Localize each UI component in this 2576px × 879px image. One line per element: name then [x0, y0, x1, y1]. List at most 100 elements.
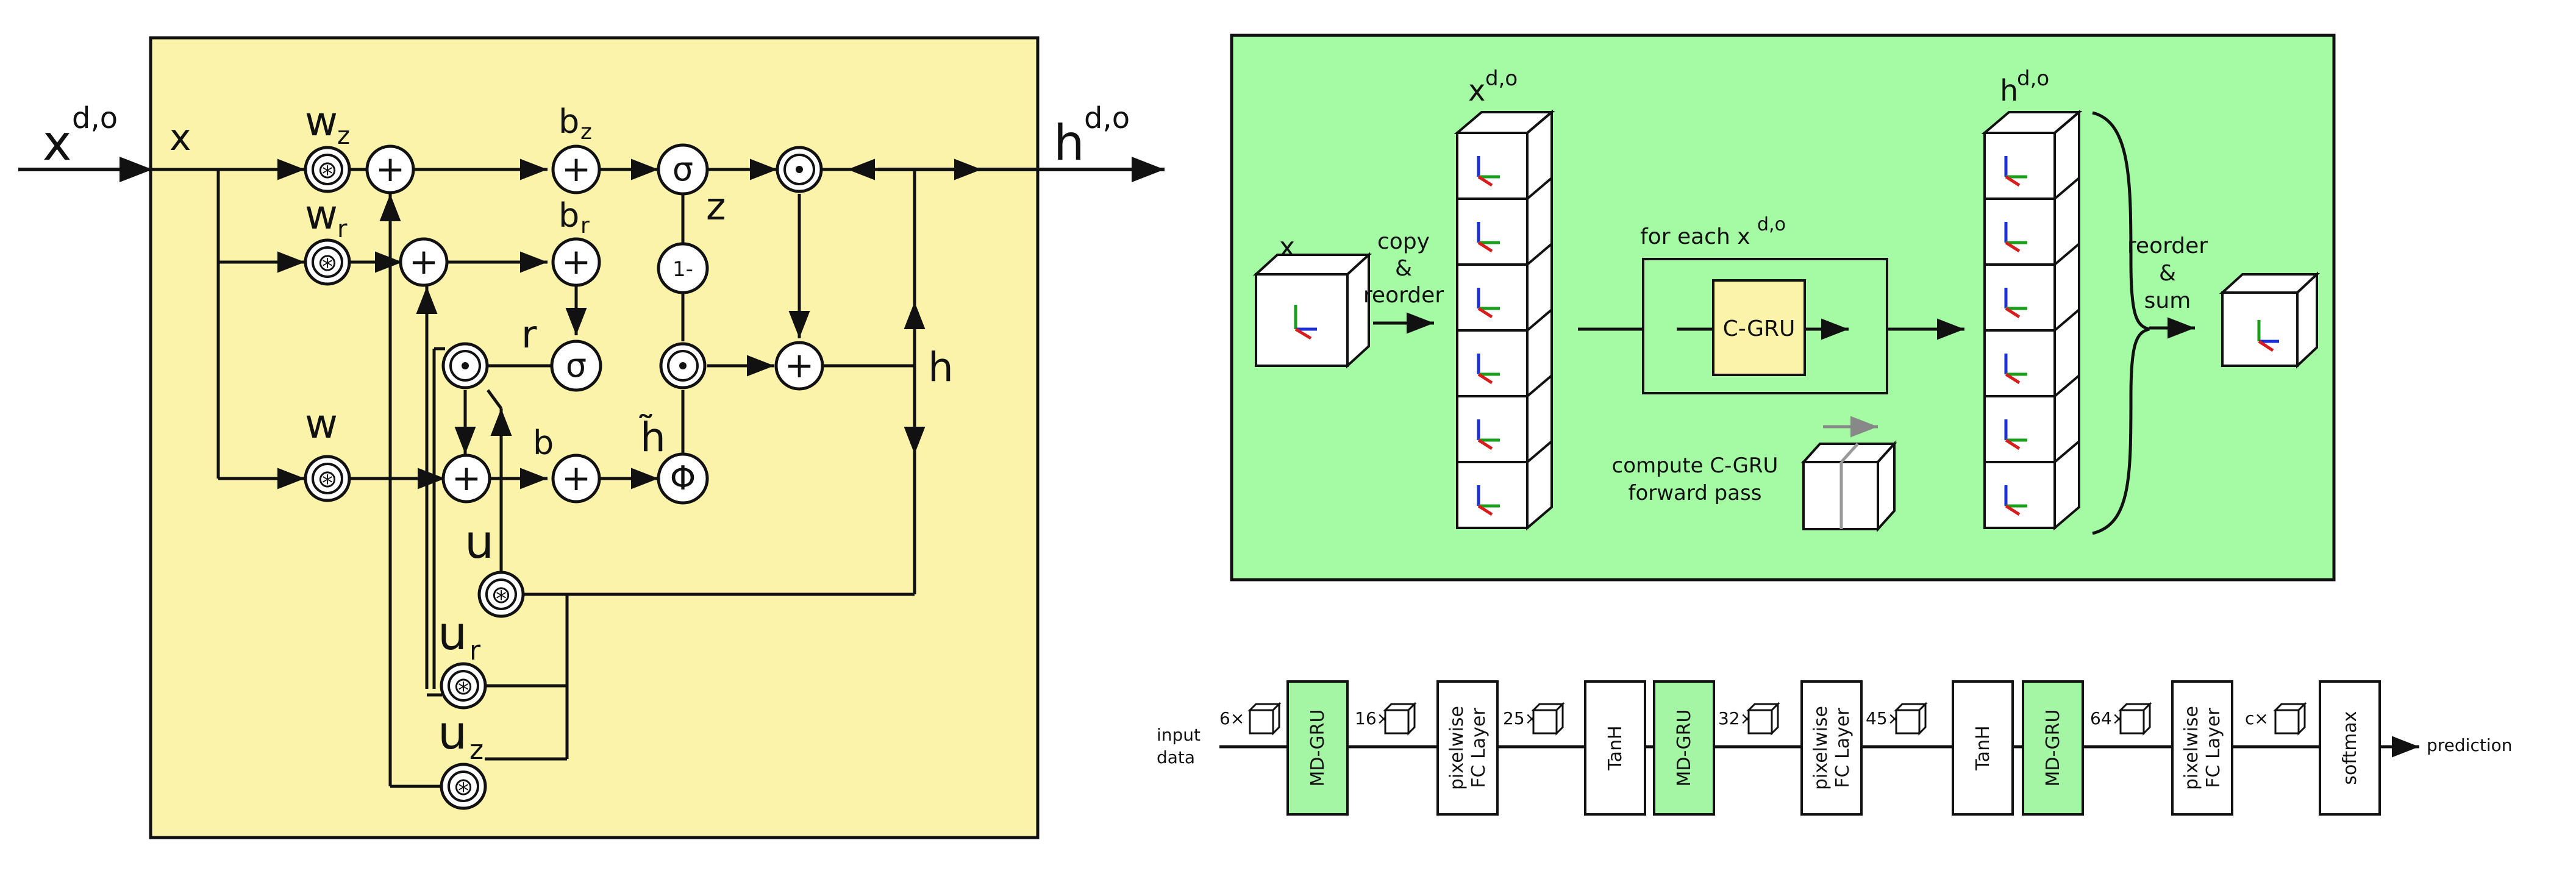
xdo-cube [1456, 308, 1553, 397]
pipeline-block-label: pixelwiseFC Layer [1446, 706, 1490, 790]
one-minus-node: 1- [657, 242, 709, 294]
svg-text:c×: c× [2245, 708, 2269, 728]
br-subscript: r [580, 213, 590, 238]
sigma-node-z: σ [657, 143, 709, 196]
xdo-cube [1456, 374, 1553, 463]
bz-subscript: z [580, 119, 592, 144]
hdo-cube [1983, 177, 2080, 266]
u-label: u [465, 514, 494, 569]
dot-node-r [441, 342, 489, 390]
pipeline-channel-count: 32× [1718, 702, 1780, 736]
pipeline-block-pixelwise-fc-layer: pixelwiseFC Layer [1800, 680, 1863, 816]
svg-text:⊛: ⊛ [317, 156, 338, 184]
reorder-sum-line2: & [2159, 261, 2176, 286]
dot-node-mid [659, 342, 707, 390]
pipeline-block-tanh: TanH [1952, 680, 2014, 816]
pipeline-block-md-gru: MD-GRU [2022, 680, 2084, 816]
pipeline-block-label: pixelwiseFC Layer [1810, 706, 1854, 790]
for-each-label: for each x [1640, 224, 1750, 249]
hdo-cube [1983, 440, 2080, 529]
xdo-cube [1456, 243, 1553, 332]
plus-node-h: + [774, 341, 824, 391]
x-label: x [169, 116, 191, 159]
pipeline-output-label: prediction [2427, 735, 2512, 755]
conv-node-w: ⊛ [304, 455, 351, 502]
cgru-label: C-GRU [1723, 316, 1796, 341]
xdo-cube-stack [1454, 109, 1555, 531]
uz-label: u [438, 705, 467, 760]
hdo-cube [1983, 374, 2080, 463]
for-each-superscript: d,o [1757, 214, 1786, 235]
pipeline-block-pixelwise-fc-layer: pixelwiseFC Layer [2171, 680, 2233, 816]
svg-text:⊛: ⊛ [453, 773, 474, 801]
reorder-label: reorder [1363, 283, 1444, 308]
plus-node-h1: + [441, 454, 491, 504]
pipeline-block-label: softmax [2339, 711, 2361, 785]
pipeline-block-label: MD-GRU [1307, 710, 1329, 787]
pipeline-block-label: MD-GRU [1674, 710, 1695, 787]
conv-node-uz: ⊛ [440, 763, 487, 810]
xdo-cube [1456, 111, 1553, 200]
for-each-box [1642, 258, 1888, 394]
plus-node-b: + [551, 454, 601, 504]
pipeline-channel-count: 6× [1219, 702, 1282, 736]
w-label: w [305, 400, 338, 447]
sigma-node-r: σ [550, 340, 602, 392]
svg-text:Φ: Φ [670, 459, 696, 497]
svg-text:⊛: ⊛ [317, 465, 338, 493]
plus-node-br: + [551, 237, 601, 287]
overview-x-label: x [1279, 232, 1295, 263]
pipeline-block-label: TanH [1605, 725, 1626, 770]
h-label: h [928, 344, 954, 391]
copy-label: copy [1377, 229, 1430, 254]
xdo-superscript: d,o [1485, 66, 1518, 91]
ur-subscript: r [469, 635, 481, 666]
conv-node-u: ⊛ [477, 571, 525, 618]
svg-text:+: + [409, 241, 439, 282]
svg-text:σ: σ [566, 346, 587, 385]
pipeline-channel-count: 25× [1503, 702, 1565, 736]
svg-text:+: + [785, 344, 815, 386]
plus-node-bz: + [551, 144, 601, 194]
svg-text:+: + [452, 457, 482, 499]
xdo-label: x [1468, 74, 1485, 108]
reorder-sum-line1: reorder [2127, 233, 2208, 258]
pipeline-channel-count: 64× [2090, 702, 2152, 736]
svg-text:+: + [562, 457, 591, 499]
bz-label: b [558, 102, 579, 141]
wr-subscript: r [337, 215, 348, 243]
h-tilde-label: h̃ [638, 414, 665, 461]
hdo-cube [1983, 243, 2080, 332]
xdo-cube [1456, 440, 1553, 529]
svg-text:⊛: ⊛ [453, 672, 474, 700]
pipeline-channel-count: 16× [1355, 702, 1417, 736]
wr-label: w [305, 191, 338, 238]
pipeline-block-pixelwise-fc-layer: pixelwiseFC Layer [1436, 680, 1499, 816]
br-label: b [558, 196, 579, 235]
svg-text:+: + [562, 241, 591, 282]
plus-node-z1: + [365, 144, 415, 194]
hdo-label: h [2000, 74, 2018, 108]
pipeline-input-line2: data [1157, 747, 1195, 767]
gru-cell-diagram: ⊛ ⊛ ⊛ + + + + + + + σ σ 1- Φ ⊛ ⊛ ⊛ x d,o… [18, 36, 1165, 839]
conv-node-ur: ⊛ [440, 662, 487, 710]
pipeline-input-line1: input [1157, 725, 1201, 745]
pipeline-channel-count: 45× [1866, 702, 1928, 736]
input-cube [1252, 252, 1372, 369]
plus-node-r1: + [399, 237, 449, 287]
b-label: b [533, 424, 554, 462]
wz-subscript: z [337, 122, 350, 150]
ampersand-label: & [1395, 256, 1412, 281]
uz-subscript: z [469, 735, 483, 766]
output-cube [2219, 271, 2321, 369]
svg-text:+: + [376, 148, 405, 190]
hdo-superscript: d,o [2017, 66, 2049, 91]
svg-text:σ: σ [673, 150, 693, 188]
compute-label-line1: compute C-GRU [1612, 454, 1779, 478]
dot-node-top [776, 146, 823, 193]
network-pipeline: input data prediction MD-GRU pixelwiseFC … [1157, 680, 2512, 816]
input-superscript: d,o [72, 101, 118, 135]
mdgru-overview-diagram: x copy & reorder x d,o for each x d,o C-… [1230, 34, 2336, 582]
pipeline-block-softmax: softmax [2319, 680, 2381, 816]
